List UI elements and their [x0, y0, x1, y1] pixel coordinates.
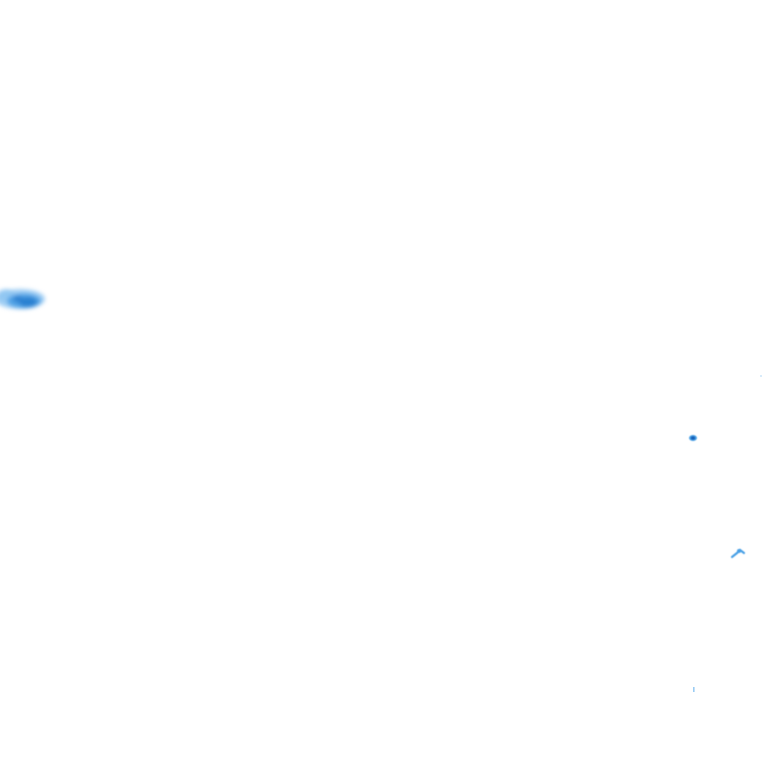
echo-far-east-speck-mark — [760, 375, 762, 377]
echo-south-speck — [693, 687, 695, 692]
echo-west-core — [19, 297, 37, 307]
echo-east-streak — [730, 548, 746, 559]
echo-west-core2 — [13, 295, 23, 303]
echo-east-streak-knot — [737, 549, 741, 553]
echo-east-dot — [689, 435, 697, 441]
echo-west-cluster — [0, 289, 45, 309]
echo-far-east-speck — [760, 375, 762, 377]
echo-south-speck-mark — [693, 687, 695, 692]
echo-east-dot-core — [690, 436, 696, 440]
